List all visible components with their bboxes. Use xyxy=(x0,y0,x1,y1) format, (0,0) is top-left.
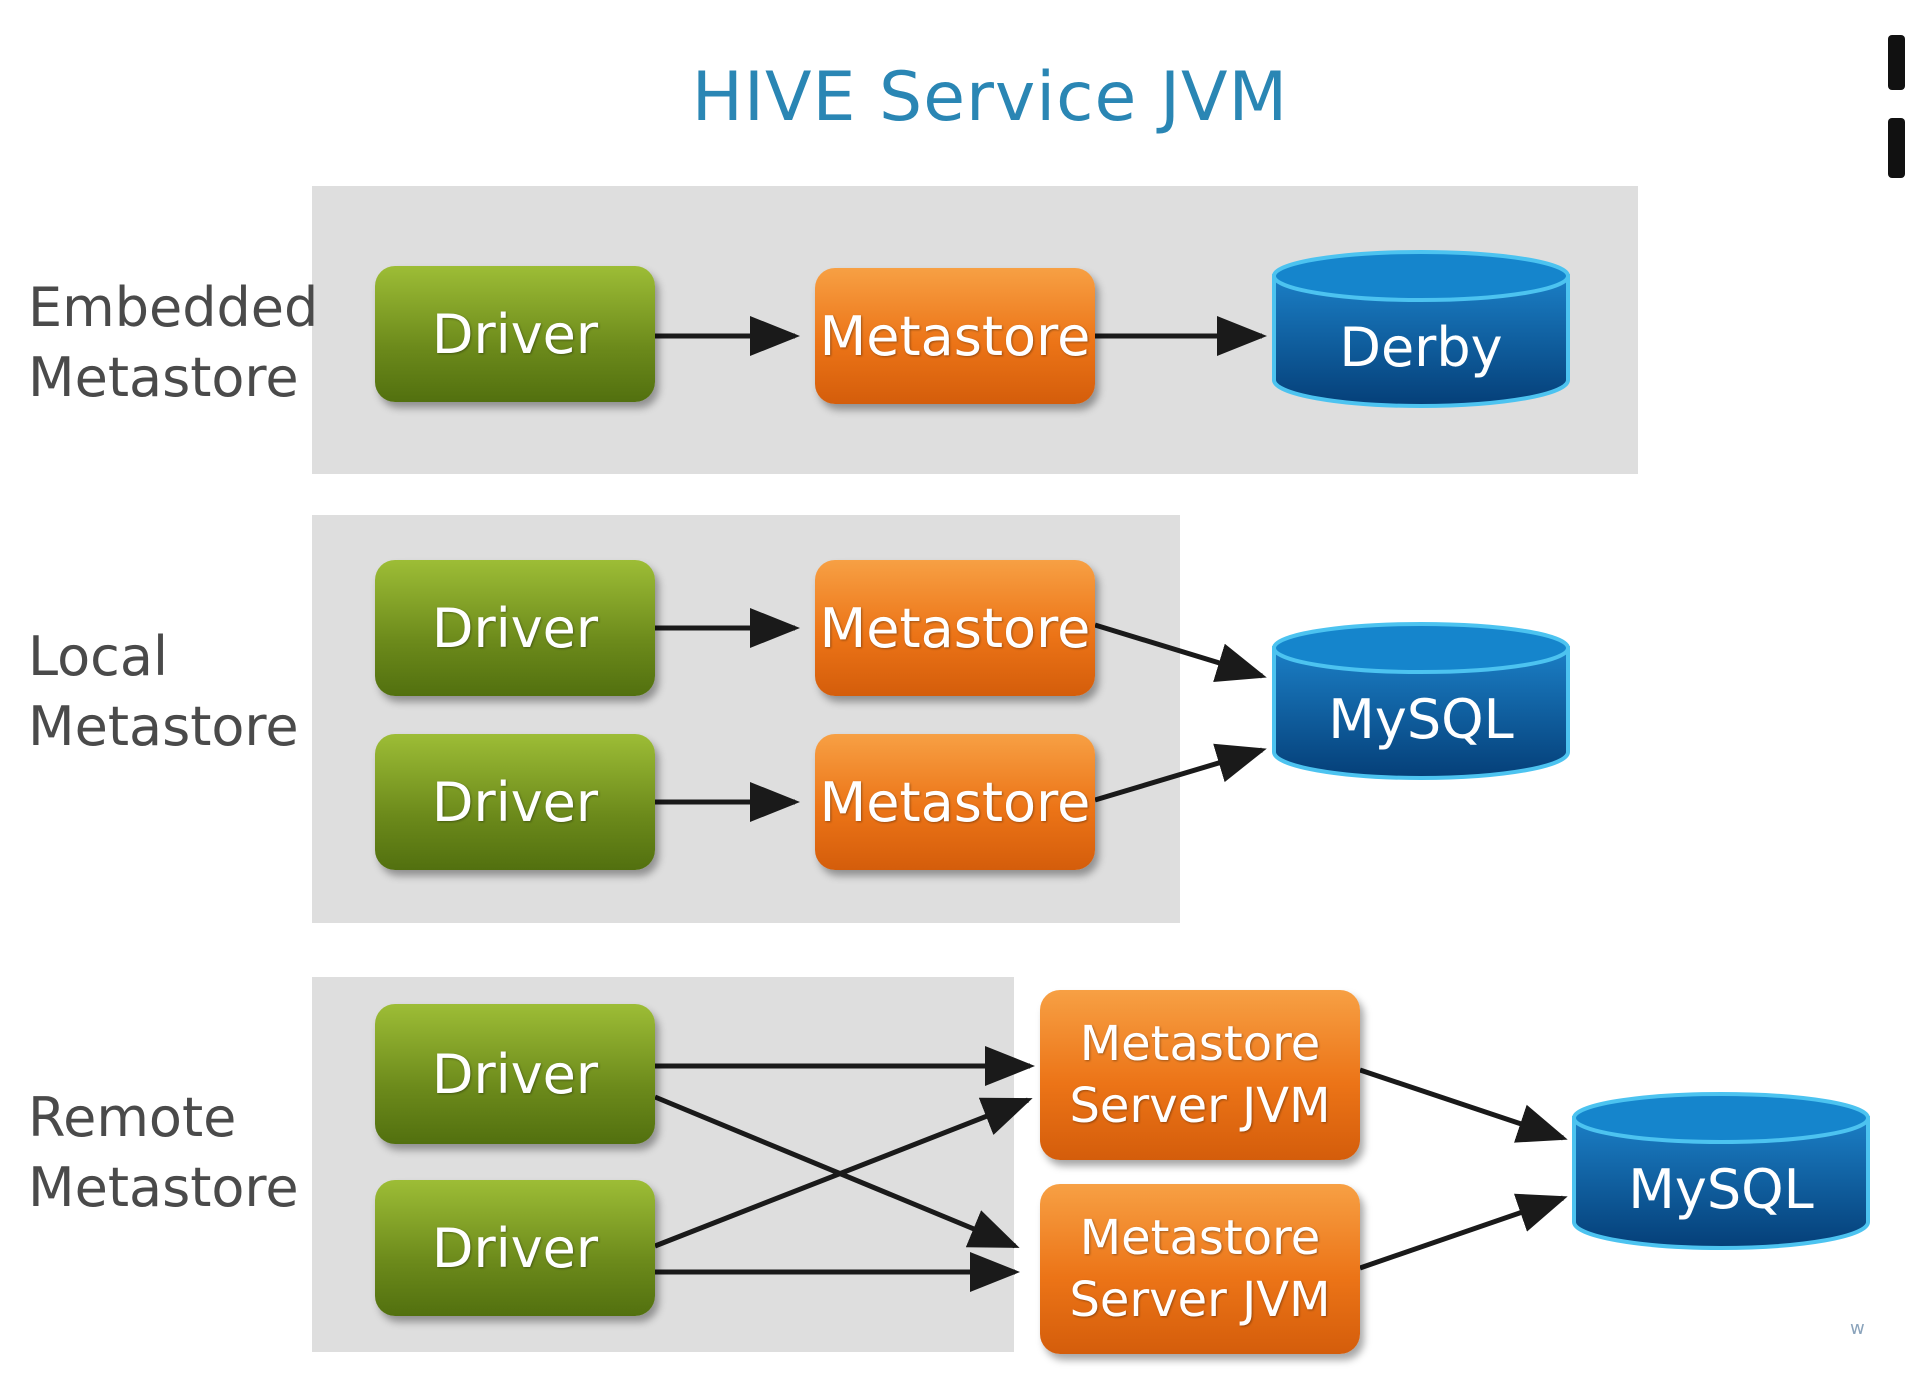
mysql-label: MySQL xyxy=(1628,1158,1814,1221)
mysql-database: MySQL xyxy=(1270,620,1572,782)
database-cylinder-icon xyxy=(1272,250,1570,408)
arrow-driver1-to-server2 xyxy=(654,1094,1020,1249)
driver-node: Driver xyxy=(375,1180,655,1316)
embedded-label-line1: Embedded xyxy=(28,276,319,339)
metastore-server-line2: Server JVM xyxy=(1069,1078,1331,1134)
metastore-server-line1: Metastore xyxy=(1079,1016,1321,1072)
driver-node: Driver xyxy=(375,266,655,402)
metastore-server-line1: Metastore xyxy=(1079,1210,1321,1266)
derby-database: Derby xyxy=(1270,248,1572,410)
driver-node: Driver xyxy=(375,734,655,870)
mysql-database: MySQL xyxy=(1570,1090,1872,1252)
embedded-label-line2: Metastore xyxy=(28,346,299,409)
arrow-server1-to-mysql-remote xyxy=(1359,1067,1568,1143)
metastore-server-node: Metastore Server JVM xyxy=(1040,990,1360,1160)
embedded-label: Embedded Metastore xyxy=(28,273,318,413)
metastore-node: Metastore xyxy=(815,560,1095,696)
corner-bar-top xyxy=(1888,35,1905,90)
remote-label-line2: Metastore xyxy=(28,1156,299,1219)
arrow-server2-to-mysql-remote xyxy=(1359,1193,1568,1271)
metastore-node: Metastore xyxy=(815,268,1095,404)
mysql-label: MySQL xyxy=(1328,688,1514,751)
database-cylinder-icon xyxy=(1572,1092,1870,1250)
arrow-metastore2-to-mysql-local xyxy=(1094,743,1267,803)
local-label-line1: Local xyxy=(28,625,168,688)
local-label: Local Metastore xyxy=(28,622,299,762)
metastore-server-line2: Server JVM xyxy=(1069,1272,1331,1328)
arrow-driver2-to-server1 xyxy=(654,1097,1033,1249)
derby-label: Derby xyxy=(1339,316,1503,379)
arrow-metastore1-to-mysql-local xyxy=(1094,622,1267,682)
local-label-line2: Metastore xyxy=(28,695,299,758)
diagram-title: HIVE Service JVM xyxy=(691,58,1289,137)
remote-label: Remote Metastore xyxy=(28,1083,299,1223)
driver-node: Driver xyxy=(375,1004,655,1144)
corner-watermark: w xyxy=(1850,1318,1865,1339)
remote-label-line1: Remote xyxy=(28,1086,237,1149)
corner-bar-bottom xyxy=(1888,118,1905,178)
metastore-node: Metastore xyxy=(815,734,1095,870)
database-cylinder-icon xyxy=(1272,622,1570,780)
metastore-server-node: Metastore Server JVM xyxy=(1040,1184,1360,1354)
driver-node: Driver xyxy=(375,560,655,696)
